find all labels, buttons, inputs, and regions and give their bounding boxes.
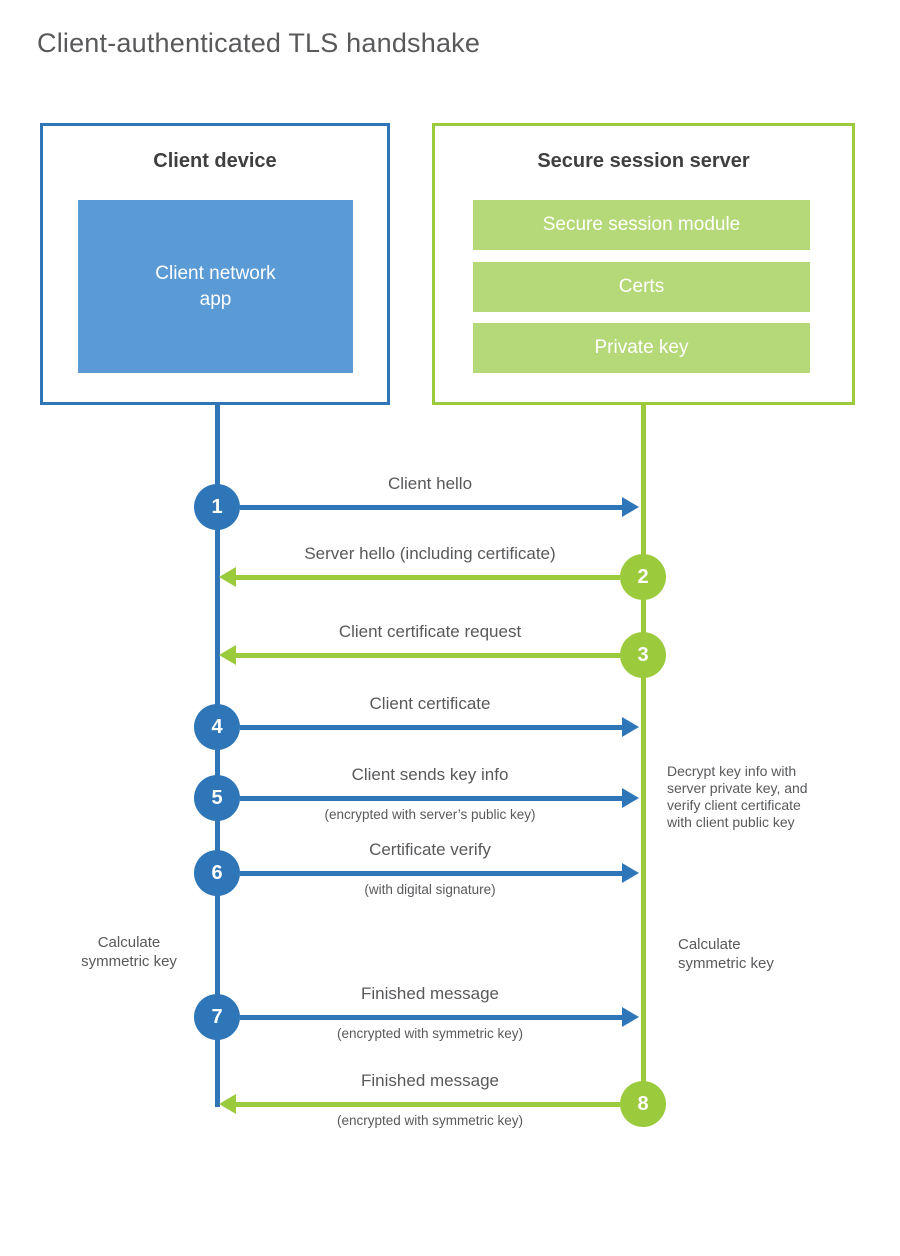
step-arrow-1	[240, 505, 622, 510]
step-arrowhead-6	[622, 863, 639, 883]
step-circle-1: 1	[194, 484, 240, 530]
server-lifeline	[641, 402, 646, 1112]
secure-session-module-bar: Secure session module	[473, 200, 810, 250]
step-arrowhead-8	[219, 1094, 236, 1114]
step-label-1: Client hello	[387, 474, 473, 493]
step-arrowhead-4	[622, 717, 639, 737]
client-device-box: Client device Client network app	[40, 123, 390, 405]
step-arrowhead-5	[622, 788, 639, 808]
step-circle-5: 5	[194, 775, 240, 821]
step-label-6: Certificate verify	[369, 840, 491, 859]
step-arrow-6	[240, 871, 622, 876]
private-key-bar: Private key	[473, 323, 810, 373]
client-device-title: Client device	[153, 150, 277, 172]
step-sublabel-8: (encrypted with symmetric key)	[336, 1113, 524, 1128]
step-circle-3: 3	[620, 632, 666, 678]
step-label-4: Client certificate	[369, 694, 491, 713]
server-title: Secure session server	[537, 150, 750, 172]
step-circle-8: 8	[620, 1081, 666, 1127]
certs-bar: Certs	[473, 262, 810, 312]
step-circle-2: 2	[620, 554, 666, 600]
step-label-2: Server hello (including certificate)	[304, 544, 556, 563]
step-sublabel-5: (encrypted with server’s public key)	[324, 807, 536, 822]
step-circle-6: 6	[194, 850, 240, 896]
server-box: Secure session server Secure session mod…	[432, 123, 855, 405]
step-arrow-8	[236, 1102, 620, 1107]
step-circle-7: 7	[194, 994, 240, 1040]
page-title: Client-authenticated TLS handshake	[37, 28, 481, 58]
step-label-8: Finished message	[361, 1071, 499, 1090]
step-arrowhead-1	[622, 497, 639, 517]
step-arrowhead-3	[219, 645, 236, 665]
step-sublabel-6: (with digital signature)	[364, 882, 496, 897]
step-sublabel-7: (encrypted with symmetric key)	[336, 1026, 524, 1041]
step-arrowhead-7	[622, 1007, 639, 1027]
client-network-app-box: Client network app	[78, 200, 353, 373]
step-arrow-4	[240, 725, 622, 730]
step-arrowhead-2	[219, 567, 236, 587]
step-circle-4: 4	[194, 704, 240, 750]
step-label-3: Client certificate request	[338, 622, 522, 641]
step-label-5: Client sends key info	[351, 765, 509, 784]
client-lifeline	[215, 402, 220, 1107]
step-arrow-2	[236, 575, 620, 580]
step-arrow-3	[236, 653, 620, 658]
step-label-7: Finished message	[361, 984, 499, 1003]
calc-symmetric-key-note-left: Calculate symmetric key	[81, 934, 177, 970]
step-arrow-5	[240, 796, 622, 801]
calc-symmetric-key-note-right: Calculate symmetric key	[678, 936, 774, 972]
step-arrow-7	[240, 1015, 622, 1020]
decrypt-note: Decrypt key info with server private key…	[667, 763, 808, 830]
